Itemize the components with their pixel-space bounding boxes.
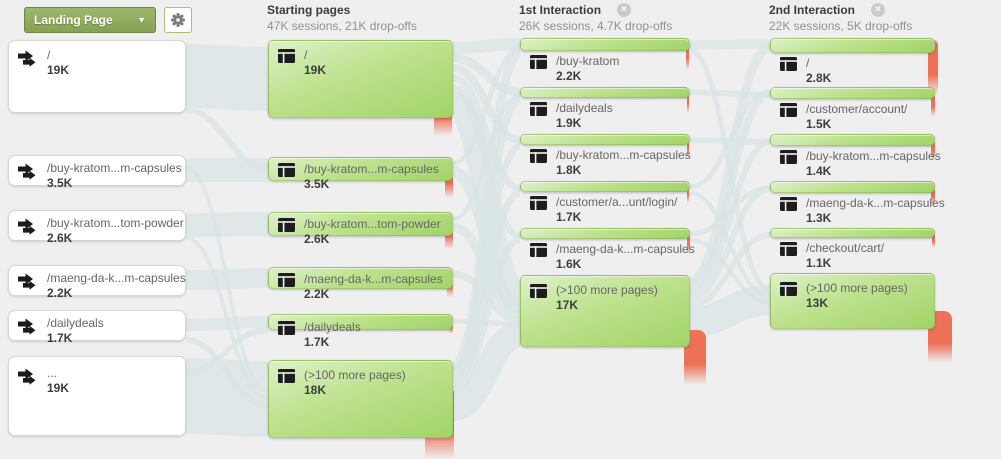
node-landing-root[interactable]: /19K [8,40,186,113]
column-subtitle: 26K sessions, 4.7K drop-offs [519,19,673,33]
node-1st-customer-login[interactable]: /customer/a...unt/login/1.7K [520,181,690,224]
node-bar[interactable] [8,155,186,186]
node-landing-more-pages[interactable]: ...19K [8,356,186,436]
column-title: 1st Interaction [519,3,602,17]
node-bar[interactable] [8,210,186,241]
node-starting-root[interactable]: /19K [268,40,453,118]
node-bar[interactable] [8,265,186,296]
dropoff-band[interactable] [928,40,938,95]
node-bar[interactable] [520,228,690,239]
node-2nd-more-pages[interactable]: (>100 more pages)13K [770,273,935,329]
node-bar[interactable] [770,228,935,238]
dimension-dropdown[interactable]: Landing Page ▼ [24,7,156,33]
node-1st-more-pages[interactable]: (>100 more pages)17K [520,275,690,347]
dropoff-band[interactable] [687,183,689,203]
column-title: Starting pages [267,3,351,17]
column-title: 2nd Interaction [769,3,856,17]
node-bar[interactable] [520,87,690,98]
node-bar[interactable] [770,38,935,53]
dropoff-band[interactable] [686,40,689,70]
gear-icon [171,13,185,27]
node-bar[interactable] [268,157,453,181]
node-bar[interactable] [8,40,186,113]
node-bar[interactable] [268,212,453,236]
column-subtitle: 22K sessions, 5K drop-offs [769,19,913,33]
node-bar[interactable] [8,356,186,436]
node-bar[interactable] [520,181,690,192]
dropoff-band[interactable] [687,89,689,113]
flow-settings-button[interactable] [164,7,192,33]
column-header-2nd-interaction: 2nd Interaction × 22K sessions, 5K drop-… [769,3,912,33]
node-bar[interactable] [770,273,935,329]
dropoff-band[interactable] [687,136,689,158]
node-bar[interactable] [8,310,186,341]
node-bar[interactable] [520,134,690,145]
dropoff-band[interactable] [687,230,690,254]
dropoff-band[interactable] [931,183,935,205]
dimension-dropdown-value: Landing Page [34,13,113,27]
column-subtitle: 47K sessions, 21K drop-offs [267,19,417,33]
dropoff-band[interactable] [931,136,935,160]
dropoff-band[interactable] [931,89,935,117]
node-bar[interactable] [770,87,935,99]
node-2nd-root[interactable]: /2.8K [770,38,935,85]
node-bar[interactable] [770,134,935,146]
node-bar[interactable] [268,314,453,330]
column-header-1st-interaction: 1st Interaction × 26K sessions, 4.7K dro… [519,3,672,33]
chevron-down-icon: ▼ [137,15,146,25]
column-header-starting-pages: Starting pages 47K sessions, 21K drop-of… [267,3,417,33]
node-starting-more-pages[interactable]: (>100 more pages)18K [268,360,453,438]
dropoff-band[interactable] [932,230,935,248]
node-bar[interactable] [770,181,935,193]
close-column-icon[interactable]: × [617,3,632,17]
close-column-icon[interactable]: × [871,3,886,17]
node-bar[interactable] [268,360,453,438]
node-bar[interactable] [268,40,453,118]
node-2nd-customer-account[interactable]: /customer/account/1.5K [770,87,935,131]
node-2nd-checkout-cart[interactable]: /checkout/cart/1.1K [770,228,935,270]
node-bar[interactable] [520,275,690,347]
node-bar[interactable] [520,38,690,51]
node-bar[interactable] [268,267,453,289]
